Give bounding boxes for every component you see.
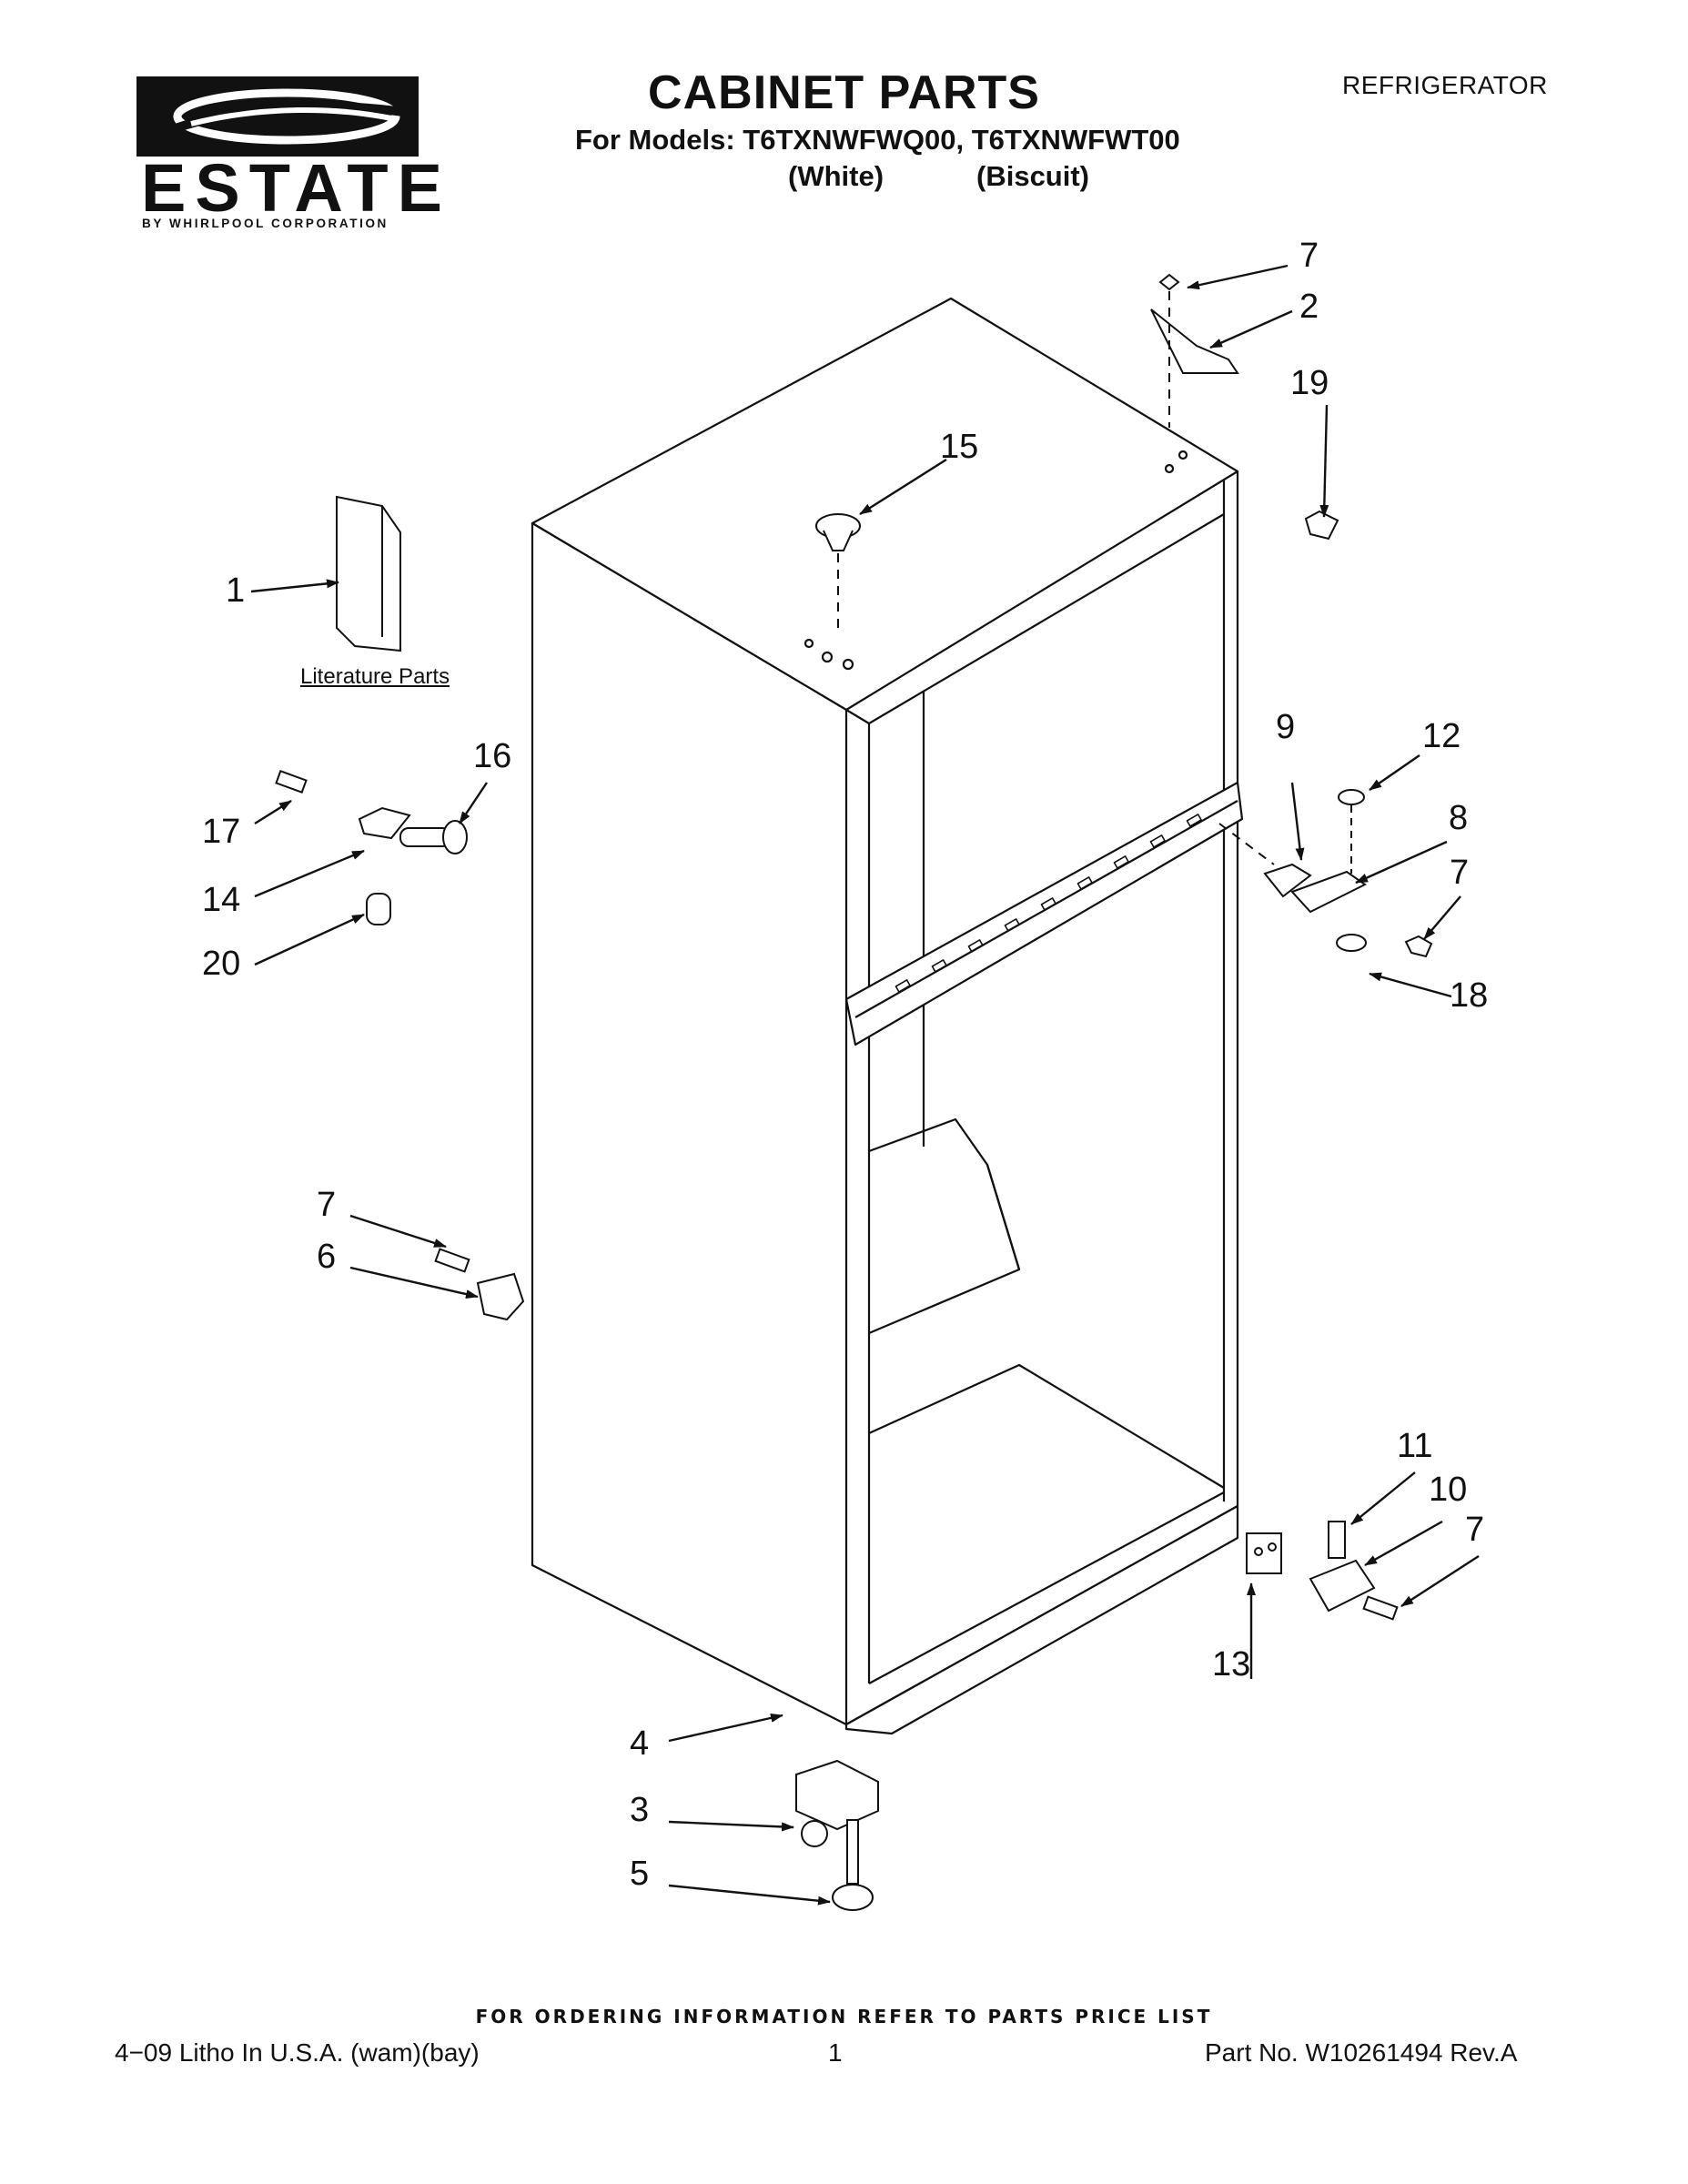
model-numbers: For Models: T6TXNWFWQ00, T6TXNWFWT00 — [575, 124, 1180, 156]
part-literature — [336, 495, 401, 652]
callout-7-mid: 7 — [1450, 854, 1470, 892]
litho-info: 4−09 Litho In U.S.A. (wam)(bay) — [115, 2038, 480, 2067]
callout-9: 9 — [1276, 708, 1296, 746]
color-biscuit-label: (Biscuit) — [976, 160, 1089, 192]
part-spacer-20 — [366, 893, 391, 925]
callout-17: 17 — [202, 813, 241, 851]
part-bracket-6 — [476, 1272, 525, 1321]
callout-2: 2 — [1299, 288, 1319, 326]
callout-14: 14 — [202, 881, 241, 919]
callout-leaders — [250, 264, 1480, 1906]
part-bracket-14 — [358, 806, 411, 840]
callout-7-bottom: 7 — [1465, 1511, 1485, 1549]
color-white-label: (White) — [788, 160, 884, 192]
part-roller-3 — [795, 1759, 879, 1831]
literature-parts-label: Literature Parts — [300, 664, 450, 689]
part-19 — [1304, 510, 1339, 541]
callout-4: 4 — [630, 1724, 650, 1763]
logo-brand: ESTATE — [141, 150, 451, 226]
callout-18: 18 — [1450, 976, 1489, 1015]
part-screw-17 — [275, 770, 308, 794]
callout-12: 12 — [1422, 717, 1461, 755]
logo-tagline: BY WHIRLPOOL CORPORATION — [142, 217, 389, 230]
callout-10: 10 — [1429, 1471, 1468, 1509]
page-title: CABINET PARTS — [648, 66, 1040, 119]
part-hinge-8 — [1290, 870, 1367, 914]
part-screw-7-top — [1158, 273, 1180, 291]
part-screw-7-mid — [1404, 935, 1433, 958]
part-spacer-9 — [1263, 863, 1312, 898]
part-number: Part No. W10261494 Rev.A — [1205, 2038, 1518, 2067]
callout-3: 3 — [630, 1791, 650, 1829]
callout-7-left: 7 — [317, 1186, 337, 1224]
part-hinge-top — [1150, 308, 1239, 374]
callout-16: 16 — [473, 737, 512, 775]
callout-6: 6 — [317, 1238, 337, 1276]
part-leveler-stem — [846, 1819, 859, 1885]
callout-11: 11 — [1397, 1427, 1433, 1465]
callout-8: 8 — [1449, 799, 1469, 837]
callout-13: 13 — [1212, 1645, 1251, 1684]
cabinet-body — [531, 297, 1244, 1735]
part-hinge-10 — [1309, 1559, 1376, 1613]
part-pin-11 — [1328, 1521, 1346, 1559]
estate-logo-emblem — [136, 76, 419, 157]
callout-19: 19 — [1290, 364, 1329, 402]
page-number: 1 — [828, 2038, 843, 2067]
appliance-type: REFRIGERATOR — [1342, 71, 1548, 99]
part-shim-13 — [1246, 1532, 1282, 1574]
part-washer-12 — [1338, 789, 1365, 805]
callout-1: 1 — [226, 571, 246, 610]
callout-15: 15 — [940, 428, 979, 466]
callout-5: 5 — [630, 1855, 650, 1893]
callout-20: 20 — [202, 945, 241, 983]
ordering-note: FOR ORDERING INFORMATION REFER TO PARTS … — [475, 2006, 1213, 2027]
part-washer-16 — [442, 820, 468, 854]
part-leveler-5 — [832, 1884, 874, 1911]
part-washer-18 — [1336, 934, 1367, 952]
part-screw-7-bottom — [1362, 1595, 1399, 1621]
callout-7: 7 — [1299, 237, 1319, 275]
part-screw-7-left — [434, 1248, 470, 1273]
